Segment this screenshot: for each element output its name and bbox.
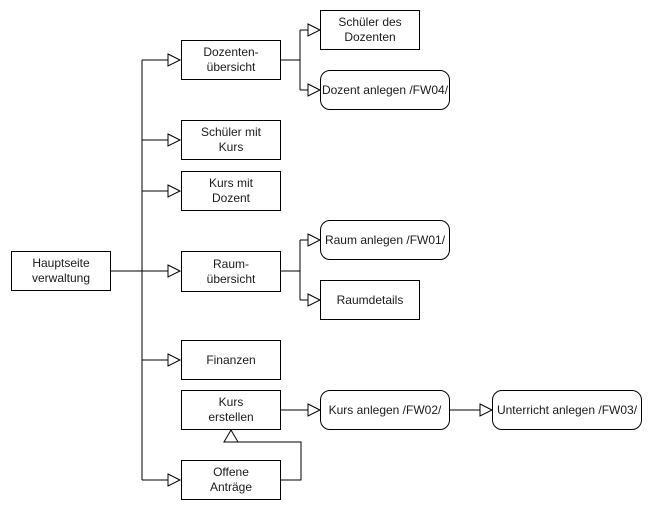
node-label: Kurs mit Dozent: [208, 176, 253, 205]
arrowhead-right-icon: [479, 403, 494, 417]
edge-trunk-to-schueler-mit-kurs: [142, 133, 182, 147]
edge-raum-to-raumdetails: [300, 293, 322, 307]
arrowhead-right-icon: [167, 473, 182, 487]
node-label: Schüler des Dozenten: [338, 15, 402, 44]
edge-kurs-erstellen-to-kurs-anlegen: [281, 403, 322, 417]
edge-dozenten-to-dozent-anlegen: [300, 83, 322, 97]
node-raumdetails[interactable]: Raumdetails: [320, 280, 420, 320]
node-label: Dozent anlegen /FW04/: [321, 82, 449, 97]
node-label: Raum- übersicht: [206, 256, 256, 286]
arrowhead-right-icon: [307, 23, 322, 37]
edge-trunk-to-dozenten-uebersicht: [142, 53, 182, 67]
arrowhead-right-icon: [167, 264, 182, 278]
edge-kurs-anlegen-to-unterricht-anlegen: [450, 403, 494, 417]
node-label: Kurs erstellen: [208, 395, 254, 424]
arrowhead-right-icon: [167, 353, 182, 367]
edge-raum-branch: [281, 240, 301, 300]
node-raum-anlegen-fw01[interactable]: Raum anlegen /FW01/: [320, 220, 450, 260]
node-kurs-anlegen-fw02[interactable]: Kurs anlegen /FW02/: [320, 390, 450, 430]
node-kurs-mit-dozent[interactable]: Kurs mit Dozent: [181, 171, 281, 211]
node-label: Kurs anlegen /FW02/: [328, 402, 442, 417]
node-raum-uebersicht[interactable]: Raum- übersicht: [181, 251, 281, 292]
node-label: Unterricht anlegen /FW03/: [496, 402, 638, 417]
node-unterricht-anlegen-fw03[interactable]: Unterricht anlegen /FW03/: [492, 390, 642, 430]
node-dozent-anlegen-fw04[interactable]: Dozent anlegen /FW04/: [320, 70, 450, 110]
arrowhead-right-icon: [167, 133, 182, 147]
node-label: Hauptseite verwaltung: [31, 256, 91, 285]
edge-trunk-to-kurs-mit-dozent: [142, 184, 182, 198]
node-hauptseite-verwaltung[interactable]: Hauptseite verwaltung: [11, 251, 111, 291]
node-label: Offene Anträge: [209, 465, 253, 494]
arrowhead-right-icon: [307, 403, 322, 417]
node-finanzen[interactable]: Finanzen: [181, 340, 281, 380]
arrowhead-right-icon: [307, 293, 322, 307]
node-label: Raum anlegen /FW01/: [324, 232, 446, 247]
node-label: Schüler mit Kurs: [200, 125, 262, 154]
node-dozenten-uebersicht[interactable]: Dozenten- übersicht: [181, 40, 281, 80]
node-label: Finanzen: [206, 352, 256, 367]
node-label: Raumdetails: [336, 292, 404, 307]
node-offene-antraege[interactable]: Offene Anträge: [181, 460, 281, 500]
edge-trunk-to-offene-antraege: [142, 473, 182, 487]
edge-dozenten-branch: [281, 30, 301, 90]
node-schueler-mit-kurs[interactable]: Schüler mit Kurs: [181, 120, 281, 160]
arrowhead-right-icon: [167, 53, 182, 67]
edge-trunk-to-finanzen: [142, 353, 182, 367]
node-label: Dozenten- übersicht: [203, 45, 259, 74]
edge-raum-to-raum-anlegen: [300, 233, 322, 247]
arrowhead-up-icon: [223, 429, 239, 443]
arrowhead-right-icon: [167, 184, 182, 198]
edge-hauptseite-to-raum-uebersicht: [111, 264, 182, 278]
edge-offene-antraege-to-kurs-erstellen: [223, 429, 302, 481]
node-schueler-des-dozenten[interactable]: Schüler des Dozenten: [320, 10, 420, 50]
node-kurs-erstellen[interactable]: Kurs erstellen: [181, 390, 281, 430]
arrowhead-right-icon: [307, 233, 322, 247]
arrowhead-right-icon: [307, 83, 322, 97]
edge-dozenten-to-schueler-des-dozenten: [300, 23, 322, 37]
